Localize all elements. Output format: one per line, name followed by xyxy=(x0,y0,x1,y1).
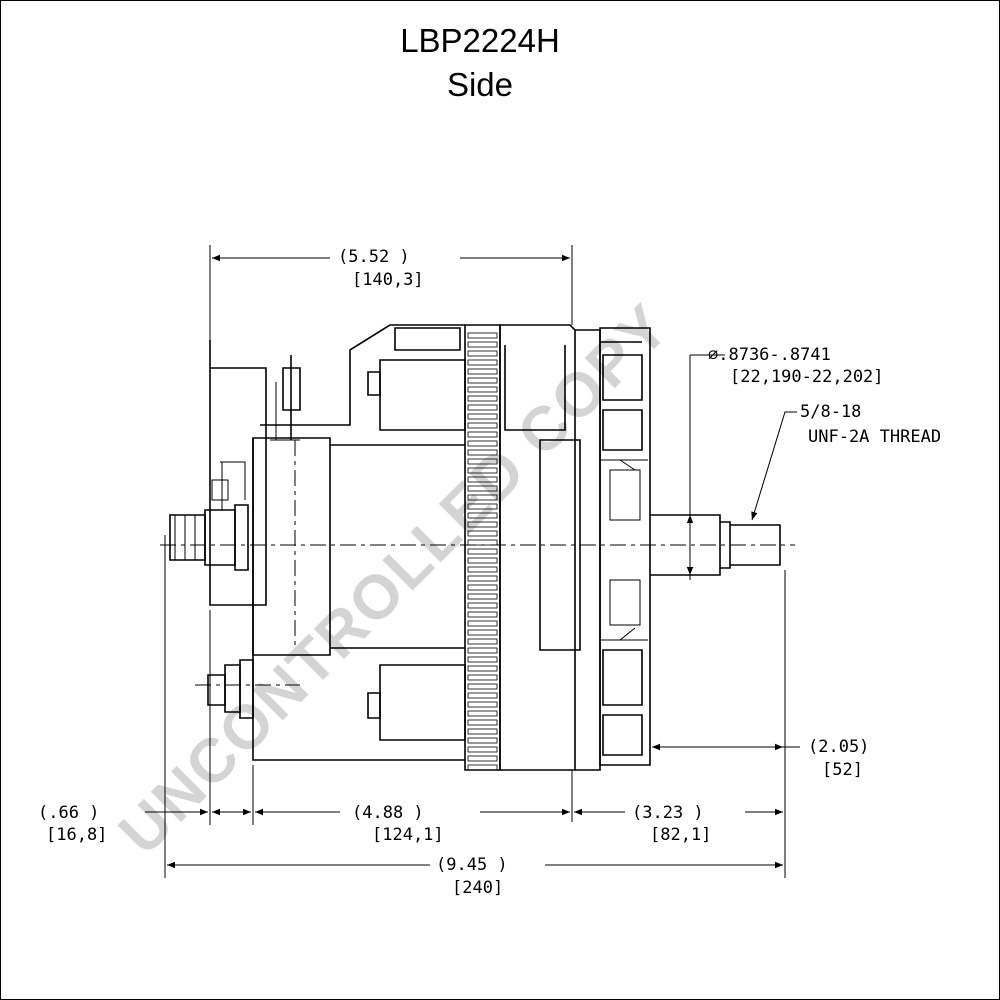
drawing-title: LBP2224H xyxy=(400,22,560,59)
battery-terminal xyxy=(169,504,249,571)
shaft-diameter-mm: [22,190-22,202] xyxy=(730,367,884,387)
pulley-offset-inch: (2.05) xyxy=(808,737,869,757)
view-label: Side xyxy=(446,66,514,103)
thread-spec: UNF-2A THREAD xyxy=(808,427,941,447)
shaft-length-inch: (3.23 ) xyxy=(632,803,704,823)
fan-pulley xyxy=(599,327,651,766)
dimension-lines xyxy=(145,254,800,869)
watermark-text: UNCONTROLLED COPY xyxy=(106,291,683,868)
overall-length-inch: (9.45 ) xyxy=(436,855,508,875)
housing-length-mm: [124,1] xyxy=(372,825,444,845)
shaft-diameter-inch: ∅.8736-.8741 xyxy=(708,345,831,365)
terminal-offset-inch: (.66 ) xyxy=(38,803,99,823)
ground-terminal xyxy=(207,659,254,719)
terminal-offset-mm: [16,8] xyxy=(46,825,107,845)
pulley-offset-mm: [52] xyxy=(822,760,863,780)
overall-length-mm: [240] xyxy=(452,878,503,898)
housing-length-inch: (4.88 ) xyxy=(352,803,424,823)
overall-body-length-inch: (5.52 ) xyxy=(338,247,410,267)
shaft-length-mm: [82,1] xyxy=(650,825,711,845)
thread-size: 5/8-18 xyxy=(800,402,861,422)
overall-body-length-mm: [140,3] xyxy=(352,270,424,290)
extension-lines xyxy=(164,245,786,878)
